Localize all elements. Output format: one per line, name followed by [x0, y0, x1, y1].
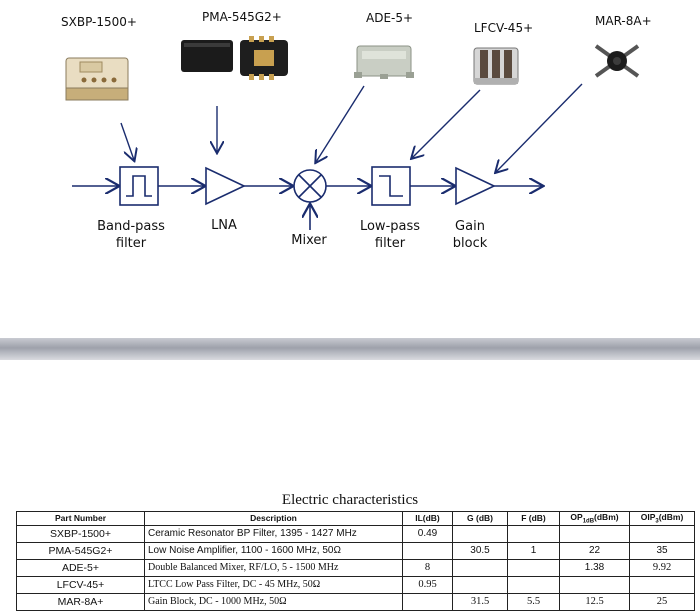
cell-g	[452, 524, 508, 543]
table-header-row: Part Number Description IL(dB) G (dB) F …	[16, 511, 695, 526]
cell-f	[507, 575, 560, 594]
label-mixer: Mixer	[291, 233, 327, 248]
label-bandpass-line2: filter	[116, 236, 147, 251]
gain-block-amplifier-symbol	[455, 166, 496, 206]
cell-g	[452, 558, 508, 577]
table-row: PMA-545G2+ Low Noise Amplifier, 1100 - 1…	[16, 541, 695, 560]
table-row: MAR-8A+ Gain Block, DC - 1000 MHz, 50Ω 3…	[16, 592, 695, 611]
cell-f: 1	[507, 541, 560, 560]
block-diagram: Band-pass filter LNA Mixer Low-pass filt…	[65, 36, 640, 251]
header-noise-figure: F (dB)	[507, 511, 560, 526]
sxbp-component-image	[65, 57, 129, 101]
pointer-arrow-sxbp	[120, 122, 134, 160]
cell-oip3: 35	[629, 541, 695, 560]
cell-il	[402, 541, 453, 560]
cell-f: 5.5	[507, 592, 560, 611]
label-gain-line2: block	[453, 236, 488, 251]
cell-part: SXBP-1500+	[16, 524, 145, 543]
cell-part: MAR-8A+	[16, 592, 145, 611]
part-label-lfcv: LFCV-45+	[474, 21, 534, 35]
label-lna: LNA	[211, 218, 237, 233]
cell-op1db: 12.5	[559, 592, 630, 611]
cell-il: 0.49	[402, 524, 453, 543]
lfcv-component-image	[473, 47, 519, 85]
part-label-pma: PMA-545G2+	[202, 10, 282, 24]
cell-description: Gain Block, DC - 1000 MHz, 50Ω	[144, 592, 403, 611]
cell-part: ADE-5+	[16, 558, 145, 577]
ade-component-image	[354, 45, 414, 79]
cell-description: LTCC Low Pass Filter, DC - 45 MHz, 50Ω	[144, 575, 403, 594]
lowpass-filter-block	[371, 166, 411, 206]
cell-oip3: 9.92	[629, 558, 695, 577]
part-label-mar: MAR-8A+	[595, 14, 652, 28]
section-divider	[0, 338, 700, 360]
lna-amplifier-symbol	[205, 166, 246, 206]
cell-f	[507, 558, 560, 577]
cell-part: PMA-545G2+	[16, 541, 145, 560]
header-part-number: Part Number	[16, 511, 145, 526]
cell-g: 30.5	[452, 541, 508, 560]
part-label-ade: ADE-5+	[366, 11, 414, 25]
label-bandpass-line1: Band-pass	[97, 219, 165, 234]
header-op1db: OP1dB(dBm)	[559, 511, 630, 526]
cell-op1db	[559, 524, 630, 543]
table-row: SXBP-1500+ Ceramic Resonator BP Filter, …	[16, 524, 695, 543]
cell-g	[452, 575, 508, 594]
cell-oip3	[629, 575, 695, 594]
table-title: Electric characteristics	[281, 492, 419, 508]
cell-description: Low Noise Amplifier, 1100 - 1600 MHz, 50…	[144, 541, 403, 560]
header-oip3: OIP3(dBm)	[629, 511, 695, 526]
pointer-arrow-ade	[316, 85, 365, 162]
header-il: IL(dB)	[402, 511, 453, 526]
electric-characteristics-table: Part Number Description IL(dB) G (dB) F …	[16, 511, 695, 611]
part-label-sxbp: SXBP-1500+	[61, 15, 137, 29]
label-lowpass-line2: filter	[375, 236, 406, 251]
mixer-symbol	[293, 169, 327, 203]
cell-il	[402, 592, 453, 611]
mar-component-image	[594, 44, 640, 78]
cell-il: 8	[402, 558, 453, 577]
cell-description: Double Balanced Mixer, RF/LO, 5 - 1500 M…	[144, 558, 403, 577]
cell-g: 31.5	[452, 592, 508, 611]
table-row: ADE-5+ Double Balanced Mixer, RF/LO, 5 -…	[16, 558, 695, 577]
table-row: LFCV-45+ LTCC Low Pass Filter, DC - 45 M…	[16, 575, 695, 594]
cell-oip3	[629, 524, 695, 543]
pma-component-image	[181, 36, 288, 80]
pointer-arrow-mar	[496, 83, 583, 172]
cell-op1db: 22	[559, 541, 630, 560]
cell-oip3: 25	[629, 592, 695, 611]
cell-il: 0.95	[402, 575, 453, 594]
cell-part: LFCV-45+	[16, 575, 145, 594]
label-gain-line1: Gain	[455, 219, 485, 234]
header-gain: G (dB)	[452, 511, 508, 526]
pointer-arrow-lfcv	[412, 89, 481, 158]
label-lowpass-line1: Low-pass	[360, 219, 420, 234]
bandpass-filter-block	[119, 166, 159, 206]
header-description: Description	[144, 511, 403, 526]
cell-f	[507, 524, 560, 543]
cell-description: Ceramic Resonator BP Filter, 1395 - 1427…	[144, 524, 403, 543]
cell-op1db: 1.38	[559, 558, 630, 577]
cell-op1db	[559, 575, 630, 594]
